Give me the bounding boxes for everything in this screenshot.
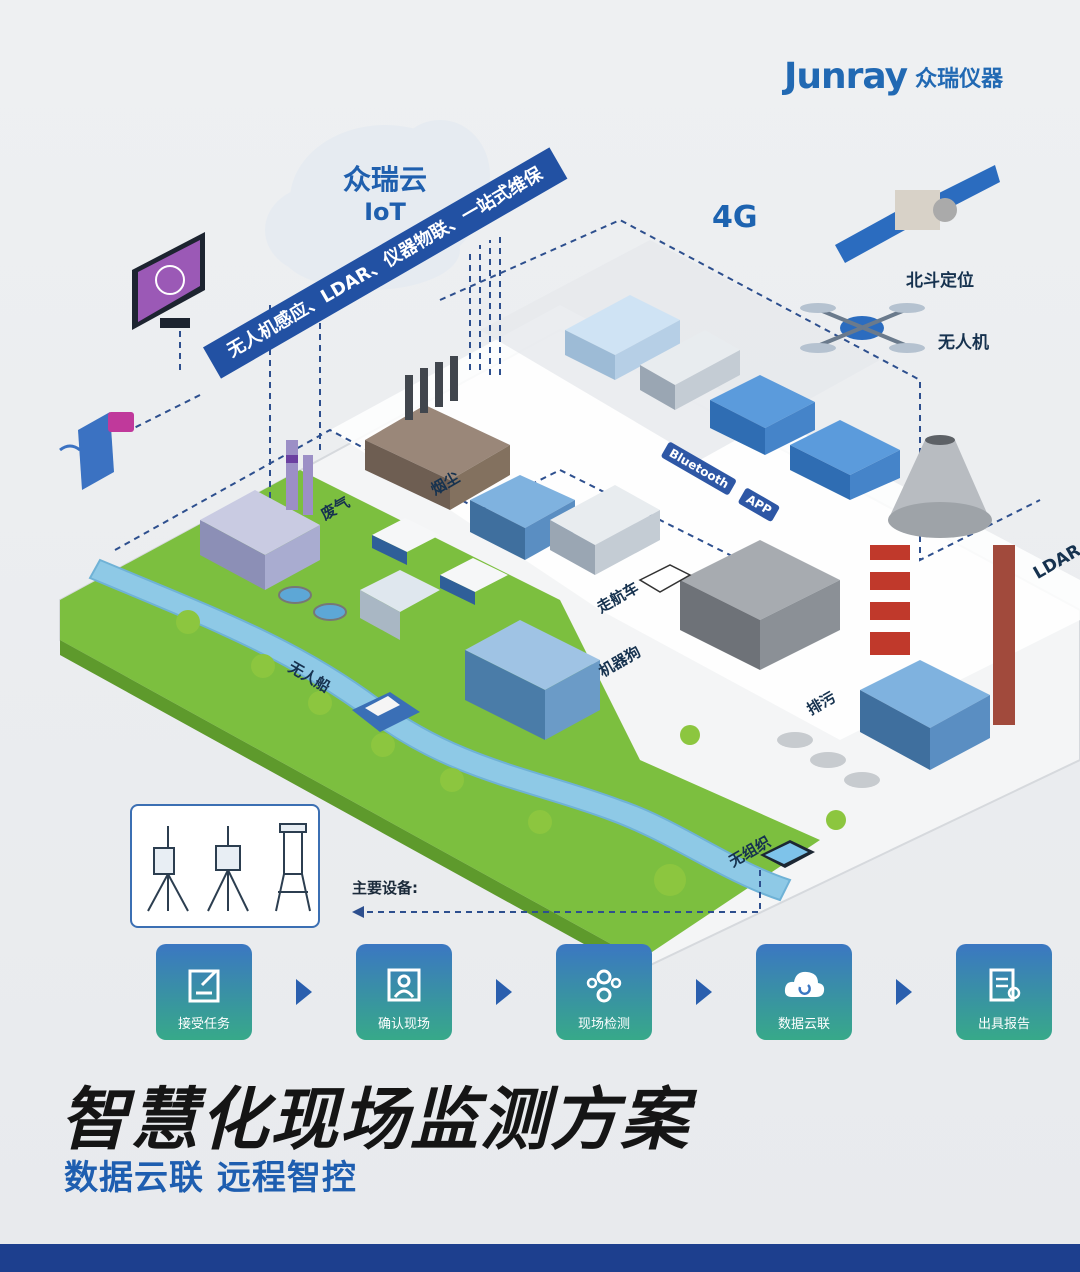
hangar-row-2 [550,485,660,575]
step-label: 确认现场 [377,1017,430,1032]
arrow-right-icon [696,979,712,1005]
step-accept-task[interactable]: 接受任务 [156,944,252,1040]
step-label: 出具报告 [977,1017,1030,1032]
grey-plant [680,540,840,670]
monitor-icon [132,232,205,330]
small-warehouses [372,518,508,605]
beidou-label: 北斗定位 [906,271,974,291]
network-label: 4G [712,200,758,235]
satellite-icon [835,165,1000,263]
phone-icon [59,412,134,490]
step-report[interactable]: 出具报告 [956,944,1052,1040]
brand-name-en: Junray [784,56,908,97]
vehicle [638,564,692,593]
arrow-right-icon [896,979,912,1005]
page-title: 智慧化现场监测方案 [60,1081,691,1160]
factory-illustration [59,165,1080,975]
step-label: 接受任务 [177,1017,230,1032]
drone-icon [800,303,925,353]
hangar-row-1 [640,330,740,410]
step-label: 现场检测 [577,1017,630,1032]
wastewater-outlet [760,840,815,868]
storage-tanks [777,732,880,788]
page-subtitle: 数据云联 远程智控 [64,1158,357,1198]
arrow-right-icon [496,979,512,1005]
step-cloud-sync[interactable]: 数据云联 [756,944,852,1040]
site-inspection-icon [586,969,622,1003]
drone-label: 无人机 [938,333,989,353]
office-building-2 [465,620,600,740]
workflow-steps: 接受任务 确认现场 现场检测 [156,944,1052,1040]
blue-building-1 [710,375,815,455]
equipment-illustration [147,823,311,912]
red-chimney-1 [870,545,910,655]
water-treatment [278,570,440,640]
cloud-label: 众瑞云 IoT [320,158,450,226]
confirm-site-icon [387,968,421,1002]
cooling-tower [888,435,992,538]
footer-bar [0,1244,1080,1272]
red-chimney-2 [993,545,1015,725]
step-site-inspection[interactable]: 现场检测 [556,944,652,1040]
equipment-label: 主要设备: [352,879,418,897]
trees [176,610,846,896]
cloud-subtitle: IoT [364,198,406,226]
step-label: 数据云联 [777,1017,830,1032]
grass-area [60,470,820,960]
office-building-3 [860,660,990,770]
plant-purple [200,440,320,590]
blue-building-2 [790,420,900,500]
river [88,558,792,902]
brand-name-cn: 众瑞仪器 [915,66,1004,92]
factory-brown [365,356,510,510]
brand-logo: Junray 众瑞仪器 [784,56,1003,97]
equipment-box [130,804,320,928]
step-confirm-site[interactable]: 确认现场 [356,944,452,1040]
cloud-sync-icon [784,971,825,997]
boat [352,692,420,732]
report-icon [989,968,1021,1002]
arrow-right-icon [296,979,312,1005]
grass-edge [60,640,640,975]
flow-arrow-icon [352,906,364,918]
warehouse-white [565,295,680,380]
task-icon [188,969,220,1003]
cloud-title: 众瑞云 [342,163,427,196]
